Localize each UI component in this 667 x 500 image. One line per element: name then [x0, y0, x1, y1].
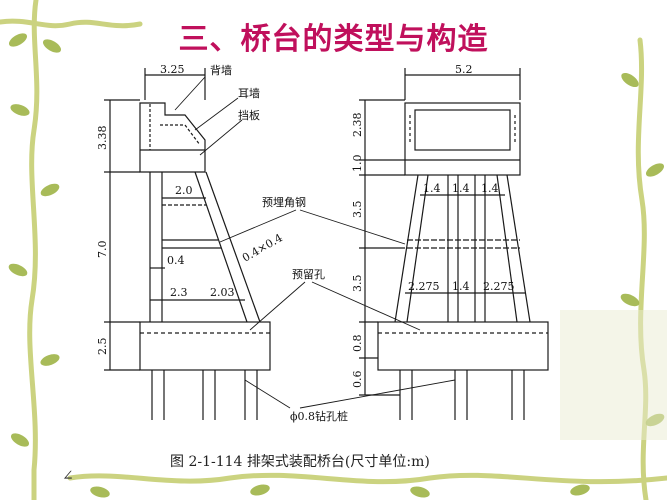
footing [377, 321, 549, 371]
footing [139, 321, 271, 371]
background-wash [560, 310, 667, 440]
spacing-lower-3: 2.275 [483, 280, 515, 293]
leaf-icon [10, 433, 30, 447]
front-view [359, 68, 549, 420]
spacing-upper-3: 1.4 [481, 182, 499, 195]
cap-beam [404, 102, 521, 176]
leaf-icon [8, 263, 28, 277]
bottom-mark: ∠ [62, 468, 74, 484]
spacing-lower-1: 2.275 [408, 280, 440, 293]
inclined-column [194, 171, 248, 323]
dim-top-left: 3.25 [160, 63, 185, 76]
spacing-upper-2: 1.4 [452, 182, 470, 195]
brace-size: 0.4×0.4 [240, 231, 285, 264]
leaf-icon [90, 486, 110, 498]
dim-right-3-5b: 3.5 [351, 275, 364, 293]
cap-beam [139, 102, 206, 173]
vine-top [0, 18, 143, 29]
dim-2-3: 2.3 [170, 286, 188, 299]
label-retaining-plate: 挡板 [238, 108, 260, 122]
leaf-icon [621, 72, 639, 88]
dim-right-3-5a: 3.5 [351, 201, 364, 219]
leaf-icon [250, 484, 270, 496]
spacing-upper-1: 1.4 [423, 182, 441, 195]
vine-left [27, 0, 40, 500]
dim-2-0: 2.0 [175, 184, 193, 197]
dim-0-4: 0.4 [167, 254, 185, 267]
dim-2-03: 2.03 [210, 286, 235, 299]
label-bored-pile: ϕ0.8钻孔桩 [290, 409, 348, 423]
label-back-wall: 背墙 [210, 63, 232, 77]
spacing-lower-2: 1.4 [452, 280, 470, 293]
dim-top-right: 5.2 [455, 63, 473, 76]
dim-right-2-38: 2.38 [351, 113, 364, 138]
dim-right-0-8: 0.8 [351, 335, 364, 353]
leaf-icon [8, 33, 28, 47]
leaf-icon [40, 183, 60, 197]
label-reserved-hole: 预留孔 [292, 268, 325, 281]
leaf-icon [570, 484, 590, 496]
leaf-icon [410, 486, 430, 498]
leaf-icon [620, 293, 640, 307]
leaf-icon [42, 39, 62, 53]
label-ear-wall: 耳墙 [238, 86, 260, 100]
vine-bottom [67, 472, 667, 485]
figure-caption: 图 2-1-114 排架式装配桥台(尺寸单位:m) [170, 454, 430, 470]
dim-right-0-6: 0.6 [351, 371, 364, 389]
dim-left-7-0: 7.0 [96, 241, 109, 259]
label-embedded-angle-steel: 预埋角钢 [262, 196, 306, 209]
slide-title: 三、桥台的类型与构造 [178, 22, 489, 57]
leader-lines [174, 76, 456, 409]
leaf-icon [40, 354, 60, 366]
leaf-icon [645, 163, 665, 177]
side-view [104, 68, 271, 420]
dim-right-1-0: 1.0 [351, 155, 364, 173]
leaf-icon [10, 104, 30, 116]
dim-left-2-5: 2.5 [96, 338, 109, 356]
column [394, 174, 419, 323]
dim-left-3-38: 3.38 [96, 126, 109, 151]
